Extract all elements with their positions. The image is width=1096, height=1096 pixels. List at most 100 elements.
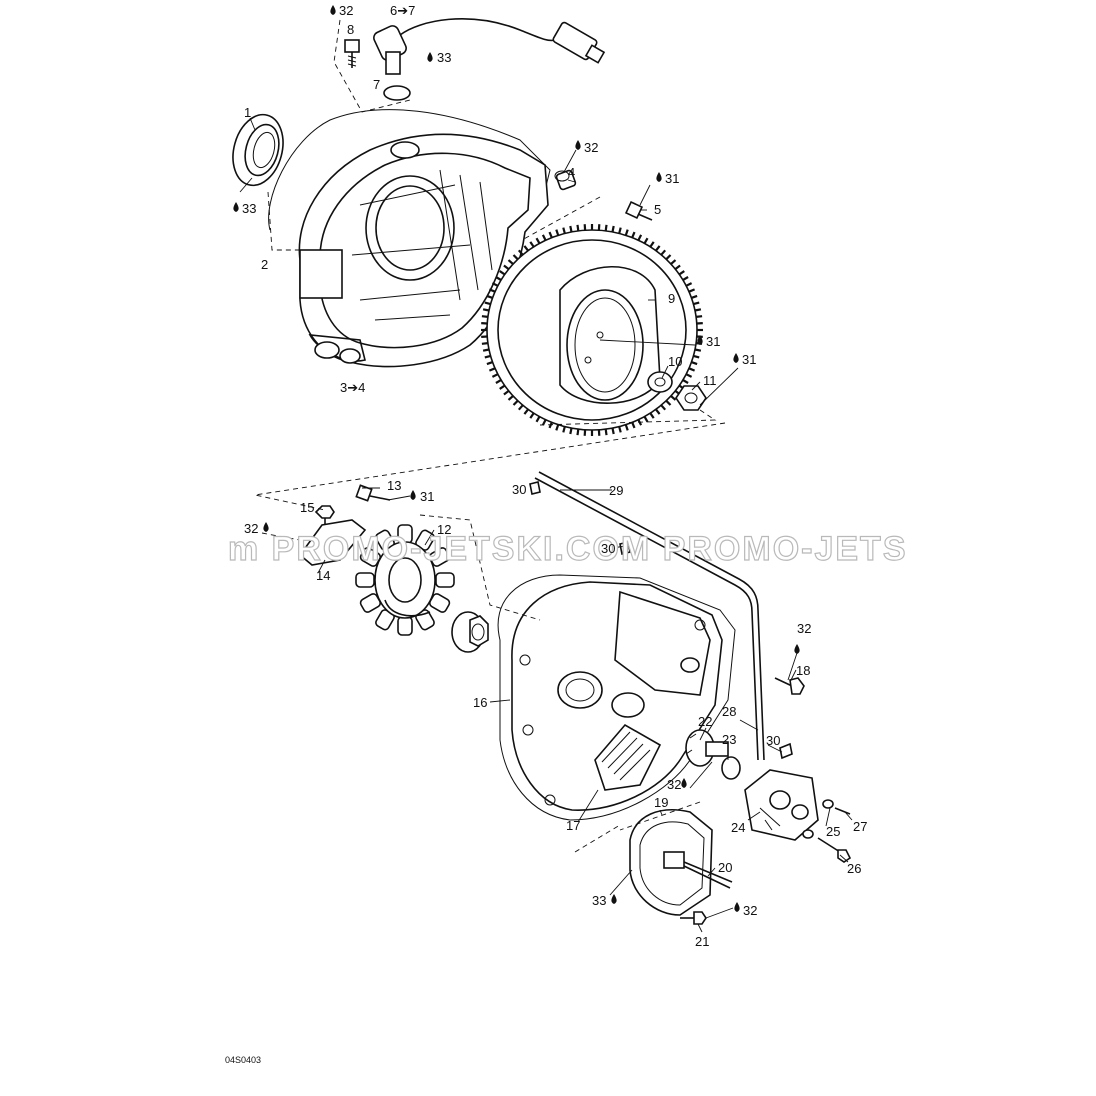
callout-15: 15 (300, 500, 314, 515)
svg-text:32: 32 (743, 903, 757, 918)
starter-bracket-part (744, 769, 819, 841)
gear-tooth (649, 241, 655, 248)
callout-6-7: 6➔7 (390, 3, 415, 18)
svg-text:33: 33 (242, 201, 256, 216)
gear-tooth (693, 354, 700, 359)
magneto-cover-part (497, 574, 736, 821)
flywheel-screw-part (624, 200, 653, 221)
gear-tooth (569, 427, 573, 435)
water-tube-part (534, 471, 765, 761)
svg-text:32: 32 (797, 621, 811, 636)
gear-tooth (503, 390, 510, 396)
gear-tooth (688, 367, 696, 372)
dowel-pin-part (554, 169, 577, 191)
magneto-housing-part (298, 133, 549, 368)
wire-clamp-part (298, 519, 367, 566)
gear-tooth (682, 379, 689, 384)
gear-tooth (611, 427, 615, 435)
sensor-cable-part (373, 18, 606, 75)
svg-text:32: 32 (244, 521, 258, 536)
gear-tooth (529, 241, 535, 248)
svg-text:32: 32 (339, 3, 353, 18)
gear-tooth (665, 399, 672, 406)
shaft-o-ring-part (721, 756, 741, 780)
callout-29: 29 (609, 483, 623, 498)
callout-10: 10 (668, 354, 682, 369)
svg-text:31: 31 (706, 334, 720, 349)
lubricant-ref-32-top: 32 (330, 3, 353, 18)
oil-seal-part (232, 113, 284, 187)
gear-tooth (576, 428, 580, 436)
lubricant-ref-31-screw: 31 (656, 171, 679, 186)
gear-tooth (495, 276, 502, 281)
gear-tooth (482, 348, 490, 352)
gear-tooth (691, 361, 698, 366)
gear-tooth (555, 229, 560, 236)
callout-12: 12 (437, 522, 451, 537)
gear-tooth (691, 294, 698, 299)
lubricant-ref-32-dowel: 32 (575, 140, 598, 155)
gear-tooth (655, 245, 661, 252)
gear-tooth (576, 224, 580, 232)
stator-coil (435, 572, 455, 588)
flywheel-nut-part (675, 385, 707, 411)
housing-gasket-part (268, 109, 551, 231)
gear-tooth (523, 408, 529, 415)
callout-leader-lines (239, 117, 853, 933)
gear-tooth (512, 254, 519, 261)
gear-tooth (541, 419, 547, 426)
svg-text:31: 31 (665, 171, 679, 186)
gear-tooth (507, 259, 514, 265)
callout-22: 22 (698, 714, 712, 729)
callout-8: 8 (347, 22, 354, 37)
gear-tooth (499, 384, 506, 390)
gear-tooth (637, 234, 643, 241)
gear-tooth (529, 412, 535, 419)
gear-tooth (688, 288, 696, 293)
gear-tooth (611, 225, 615, 233)
lubricant-ref-31-stator: 31 (410, 489, 434, 504)
gear-tooth (541, 234, 547, 241)
gear-tooth (694, 308, 702, 312)
callout-14: 14 (316, 568, 330, 583)
callout-18: 18 (796, 663, 810, 678)
gear-tooth (678, 270, 685, 276)
gear-tooth (495, 379, 502, 384)
gear-tooth (517, 404, 524, 411)
lubricant-ref-32-shaft: 32 (667, 777, 687, 792)
callout-30-upper: 30 (512, 482, 526, 497)
gear-tooth (660, 404, 667, 411)
gear-tooth (491, 373, 499, 378)
gear-tooth (685, 282, 693, 287)
lubricant-ref-32-cover-screw: 32 (794, 621, 811, 654)
callout-20: 20 (718, 860, 732, 875)
gear-tooth (695, 315, 703, 318)
gear-tooth (682, 276, 689, 281)
callout-24: 24 (731, 820, 745, 835)
gear-tooth (482, 308, 490, 312)
callout-4: 4 (568, 165, 575, 180)
callout-13: 13 (387, 478, 401, 493)
gear-tooth (694, 348, 702, 352)
tube-fitting-part (529, 481, 793, 760)
callout-23: 23 (722, 732, 736, 747)
stator-coil (397, 616, 413, 636)
gear-tooth (631, 421, 636, 429)
cover-screw-part (774, 677, 805, 695)
callout-27: 27 (853, 819, 867, 834)
callout-30-lower: 30 (766, 733, 780, 748)
stator-part (355, 524, 455, 636)
lubricant-ref-31-nut: 31 (733, 352, 756, 367)
starter-cover-part (629, 809, 733, 916)
lubricant-ref-33-sensor: 33 (427, 50, 451, 65)
gear-tooth (604, 224, 608, 232)
gear-tooth (512, 399, 519, 406)
lubricant-ref-32-cover-bolt: 32 (734, 902, 757, 918)
callout-17: 17 (566, 818, 580, 833)
gear-tooth (674, 264, 681, 270)
starter-cover-screw-part (680, 911, 707, 925)
lock-washer-part (647, 371, 673, 393)
gear-tooth (562, 227, 566, 234)
gear-tooth (548, 421, 553, 429)
